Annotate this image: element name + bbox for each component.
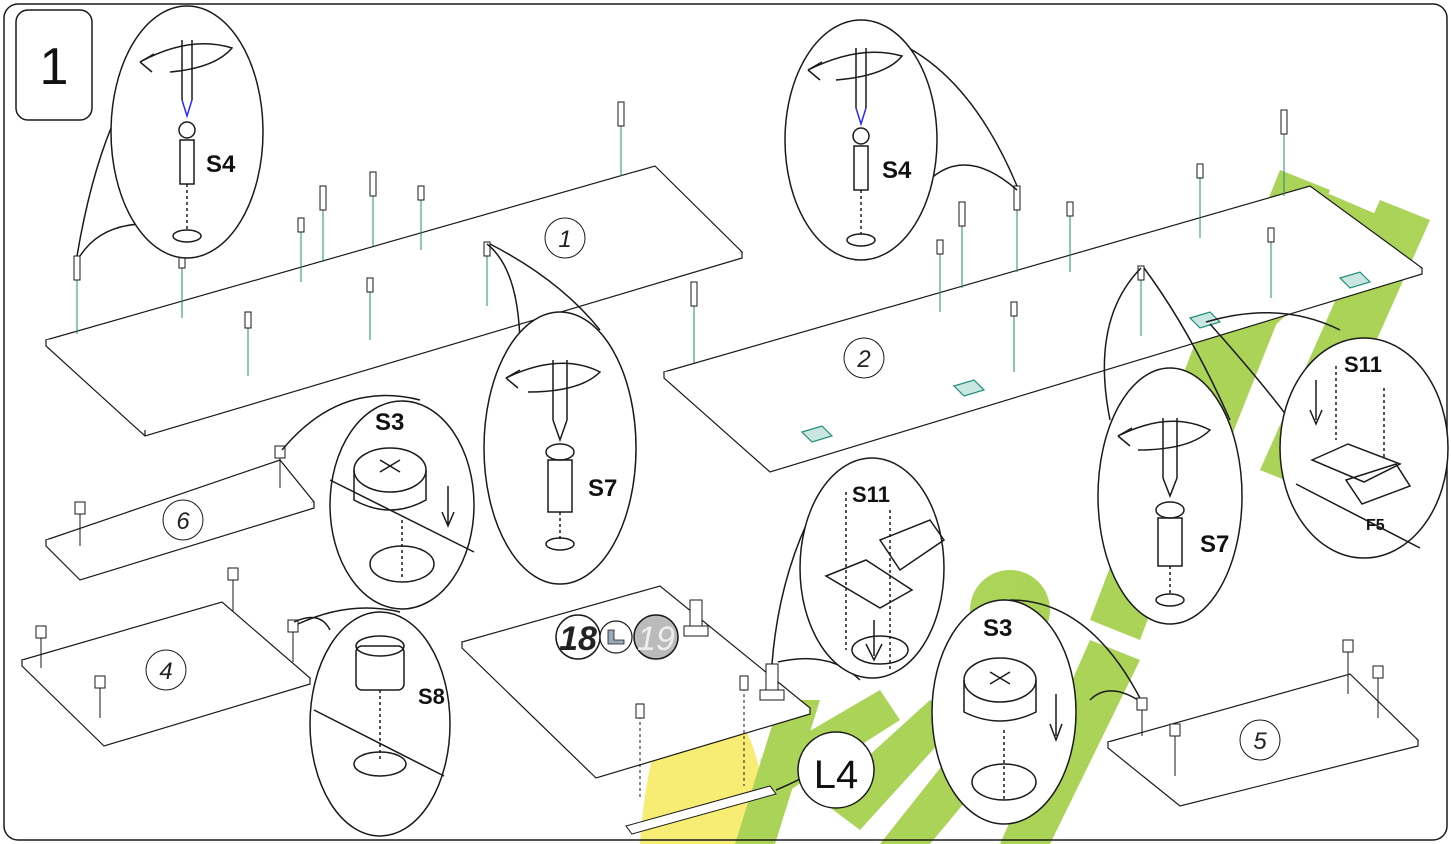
part-number-4: 4 bbox=[159, 658, 172, 685]
part-number-circle bbox=[162, 499, 204, 541]
label-s3-left: S3 bbox=[375, 409, 404, 436]
label-l4: L4 bbox=[814, 753, 859, 797]
label-s11-plate: S11 bbox=[1344, 352, 1382, 377]
label-s11-hinge: S11 bbox=[852, 482, 890, 507]
door-badge-18: 18 bbox=[559, 620, 597, 658]
step-number: 1 bbox=[40, 38, 69, 96]
part-number-circle bbox=[1239, 719, 1281, 761]
label-s8: S8 bbox=[418, 684, 445, 709]
door-panel bbox=[460, 585, 812, 779]
door-badge-19: 19 bbox=[637, 620, 675, 658]
label-s7-center: S7 bbox=[588, 475, 617, 502]
dowels-panel-1 bbox=[73, 101, 698, 376]
label-s4-right: S4 bbox=[882, 157, 912, 184]
callout-s3-right bbox=[931, 599, 1145, 825]
dowels-panel-2 bbox=[936, 109, 1288, 372]
camlocks-panel-4 bbox=[35, 567, 299, 718]
part-number-6: 6 bbox=[176, 508, 190, 535]
callout-s7-right bbox=[1097, 267, 1243, 625]
callout-s11-hinge bbox=[771, 457, 946, 681]
label-s4-left: S4 bbox=[206, 151, 236, 178]
hinge-icon bbox=[599, 620, 633, 654]
camlocks-panel-5 bbox=[1136, 639, 1384, 776]
panel-2 bbox=[662, 185, 1424, 473]
door-badges: 18 19 bbox=[555, 614, 679, 660]
step-badge: 1 bbox=[15, 9, 93, 121]
callout-s3-left bbox=[281, 394, 475, 610]
hinge-plates-panel-2 bbox=[800, 271, 1372, 443]
callout-s4-right bbox=[784, 19, 1018, 261]
callout-s7-center bbox=[483, 243, 637, 585]
callout-l4 bbox=[775, 731, 875, 809]
callout-s4-left bbox=[76, 5, 264, 259]
callout-s11-plate bbox=[1205, 311, 1449, 559]
part-number-2: 2 bbox=[856, 346, 870, 373]
callout-s8 bbox=[293, 607, 451, 837]
label-f5: F5 bbox=[1366, 517, 1385, 534]
frame bbox=[3, 3, 1448, 841]
part-number-1: 1 bbox=[558, 226, 571, 253]
label-s7-right: S7 bbox=[1200, 531, 1229, 558]
part-number-circle bbox=[145, 649, 187, 691]
camlocks-panel-6 bbox=[74, 445, 286, 546]
part-number-5: 5 bbox=[1253, 728, 1267, 755]
label-s3-right: S3 bbox=[983, 615, 1012, 642]
door-hardware bbox=[625, 599, 785, 835]
part-number-circle bbox=[843, 337, 885, 379]
part-number-circle bbox=[544, 217, 586, 259]
